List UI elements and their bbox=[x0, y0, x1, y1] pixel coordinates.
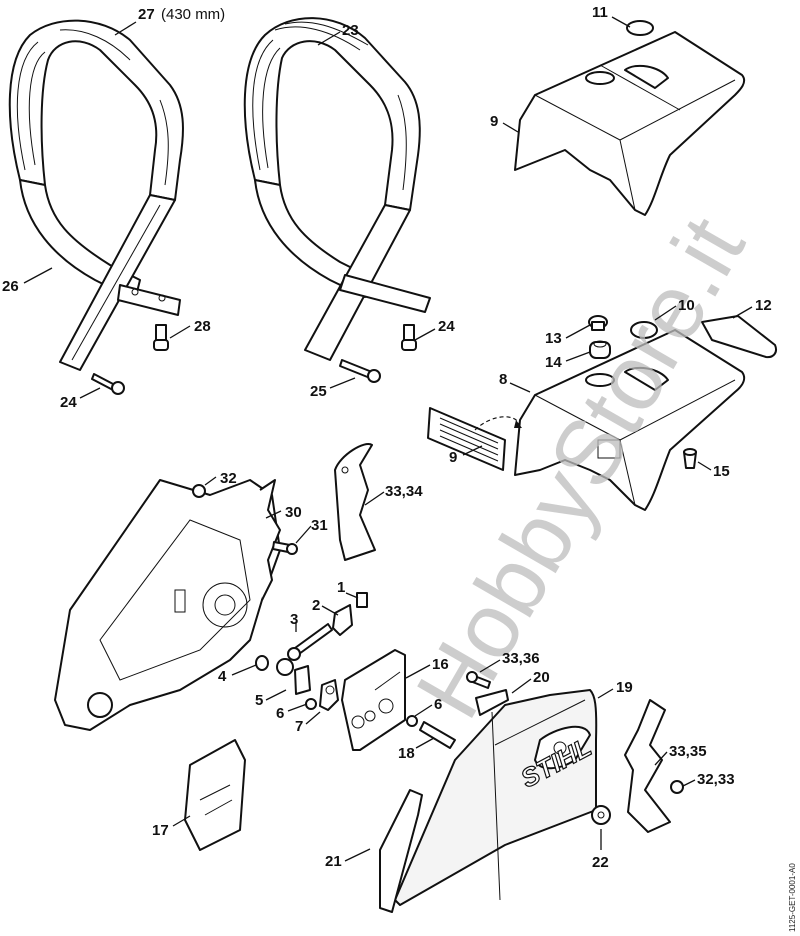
tensioner-2 bbox=[332, 604, 353, 636]
sprocket-cover-19: STIHL bbox=[394, 689, 598, 906]
callout-16: 16 bbox=[432, 656, 449, 673]
cover-21 bbox=[379, 789, 423, 913]
callout-20: 20 bbox=[533, 669, 550, 686]
dog-33-35 bbox=[624, 699, 671, 833]
handlebar-23 bbox=[243, 17, 431, 361]
callout-3: 3 bbox=[290, 611, 298, 628]
screw-24-center bbox=[401, 324, 417, 351]
callout-18: 18 bbox=[398, 745, 415, 762]
watermark: HobbyStore.it bbox=[397, 201, 764, 735]
shroud-8 bbox=[514, 329, 746, 511]
pin-31 bbox=[272, 541, 298, 555]
callout-30: 30 bbox=[285, 504, 302, 521]
callout-10: 10 bbox=[678, 297, 695, 314]
callout-1: 1 bbox=[337, 579, 345, 596]
callout-31: 31 bbox=[311, 517, 328, 534]
callout-6-left: 6 bbox=[276, 705, 284, 722]
plate-7 bbox=[319, 679, 339, 711]
part-1 bbox=[356, 592, 368, 608]
washer-4 bbox=[255, 655, 269, 671]
callout-4: 4 bbox=[218, 668, 227, 685]
callout-9-upper: 9 bbox=[490, 113, 498, 130]
dog-33-34 bbox=[334, 443, 376, 561]
screw-25 bbox=[339, 359, 381, 383]
callout-27: 27 bbox=[138, 6, 155, 23]
callout-14: 14 bbox=[545, 354, 562, 371]
crankcase bbox=[54, 479, 281, 731]
callout-24-center: 24 bbox=[438, 318, 455, 335]
screw-28 bbox=[153, 324, 169, 351]
callout-2: 2 bbox=[312, 597, 320, 614]
drawing-code: 1125-GET-0001-A0 bbox=[788, 863, 797, 932]
screw-33-36 bbox=[466, 671, 491, 689]
callout-labels: 27 (430 mm) 23 11 9 26 28 24 24 25 10 12… bbox=[2, 4, 772, 871]
nut-22 bbox=[591, 805, 611, 825]
callout-28: 28 bbox=[194, 318, 211, 335]
buffer-15 bbox=[683, 448, 697, 469]
stud-18 bbox=[419, 721, 456, 749]
callout-6-right: 6 bbox=[434, 696, 442, 713]
callout-11: 11 bbox=[592, 4, 608, 21]
callout-32-33: 32,33 bbox=[697, 771, 735, 788]
sleeve-14 bbox=[589, 340, 611, 359]
gear-5 bbox=[276, 658, 311, 695]
callout-26: 26 bbox=[2, 278, 19, 295]
callout-13: 13 bbox=[545, 330, 562, 347]
leader-lines bbox=[23, 16, 753, 862]
nut-32-top bbox=[192, 484, 206, 498]
callout-22: 22 bbox=[592, 854, 609, 871]
callout-23: 23 bbox=[342, 22, 359, 39]
callout-32-top: 32 bbox=[220, 470, 237, 487]
screw-6-left bbox=[305, 698, 317, 710]
filter-strip-9 bbox=[427, 407, 522, 471]
plug-11 bbox=[626, 20, 654, 36]
bracket-17 bbox=[184, 739, 246, 851]
strip-12 bbox=[701, 315, 777, 359]
part-20 bbox=[475, 689, 509, 716]
callout-24-left: 24 bbox=[60, 394, 77, 411]
grommet-13 bbox=[588, 315, 608, 331]
screw-6-right bbox=[406, 715, 418, 727]
callout-5: 5 bbox=[255, 692, 263, 709]
callout-33-34: 33,34 bbox=[385, 483, 423, 500]
callout-15: 15 bbox=[713, 463, 730, 480]
cap-10 bbox=[630, 321, 658, 339]
shroud-9-upper bbox=[514, 31, 746, 216]
callout-27-note: (430 mm) bbox=[161, 6, 225, 23]
callout-12: 12 bbox=[755, 297, 772, 314]
callout-9-lower: 9 bbox=[449, 449, 457, 466]
nut-32-33 bbox=[670, 780, 684, 794]
handlebar-27 bbox=[8, 19, 184, 371]
callout-8: 8 bbox=[499, 371, 507, 388]
callout-21: 21 bbox=[325, 853, 342, 870]
callout-7: 7 bbox=[295, 718, 303, 735]
guide-plate-16 bbox=[341, 649, 406, 751]
callout-33-36: 33,36 bbox=[502, 650, 540, 667]
callout-25: 25 bbox=[310, 383, 327, 400]
callout-17: 17 bbox=[152, 822, 169, 839]
chain-catcher-30 bbox=[259, 479, 281, 601]
adjuster-3 bbox=[287, 623, 333, 661]
callout-19: 19 bbox=[616, 679, 633, 696]
callout-33-35: 33,35 bbox=[669, 743, 707, 760]
screw-24-left bbox=[91, 373, 125, 395]
